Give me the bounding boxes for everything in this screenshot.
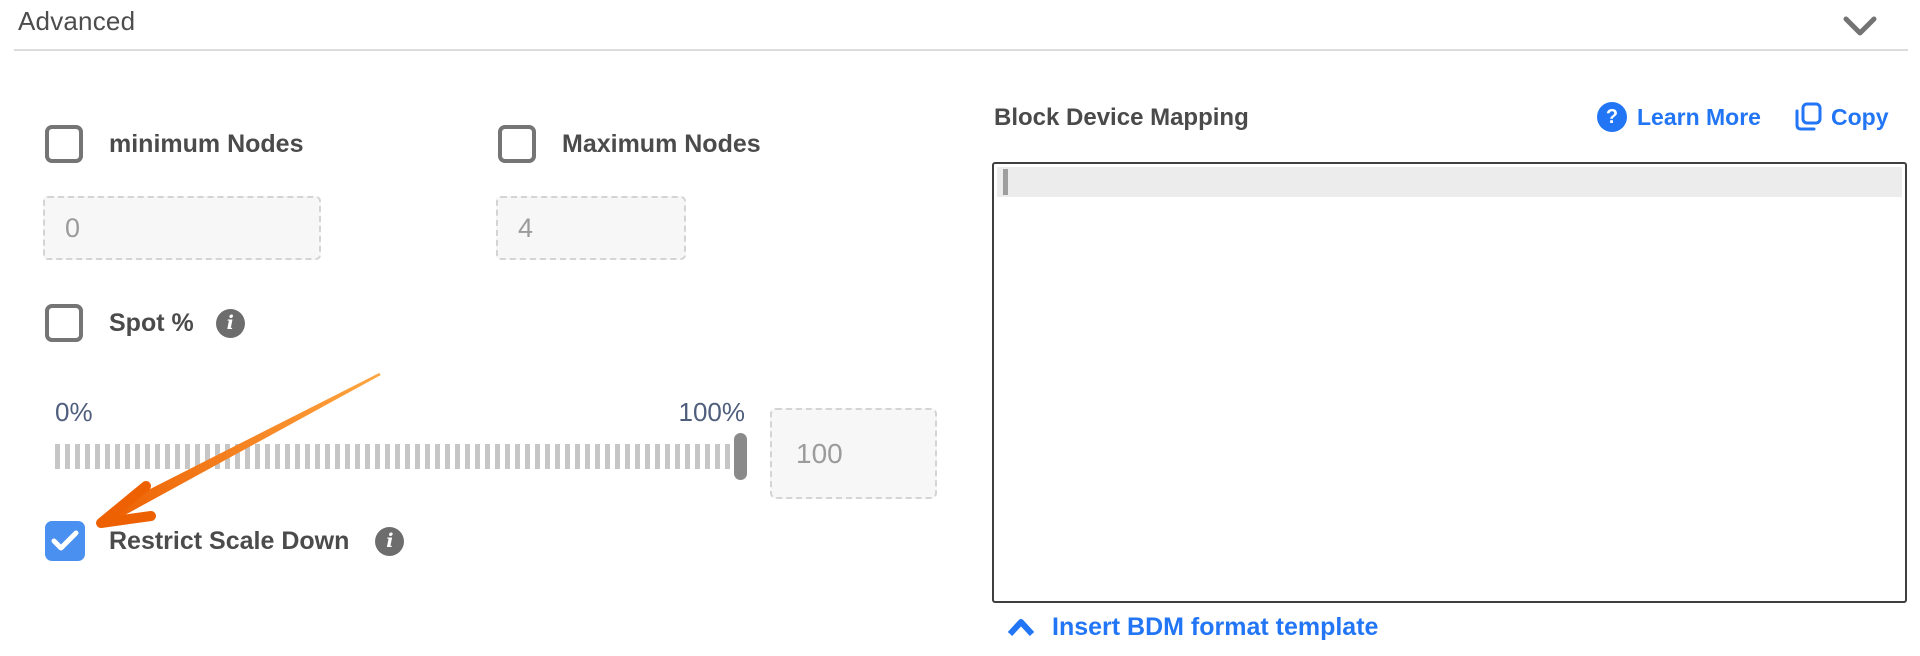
page-title: Advanced <box>18 6 136 36</box>
copy-button[interactable]: Copy <box>1795 102 1889 132</box>
max-nodes-row: Maximum Nodes <box>498 125 761 163</box>
bdm-section-title: Block Device Mapping <box>994 104 1249 131</box>
chevron-down-icon[interactable] <box>1842 13 1878 44</box>
min-nodes-input[interactable] <box>43 196 321 260</box>
info-icon[interactable]: i <box>375 526 405 556</box>
slider-labels: 0% 100% <box>55 397 745 428</box>
editor-active-line <box>997 167 1902 197</box>
max-nodes-input[interactable] <box>496 196 686 260</box>
copy-label: Copy <box>1831 103 1889 130</box>
spot-checkbox[interactable] <box>45 304 83 342</box>
chevron-up-icon <box>1007 618 1035 636</box>
restrict-scale-down-row: Restrict Scale Down i <box>45 521 405 561</box>
slider-handle[interactable] <box>734 433 747 480</box>
restrict-scale-down-checkbox[interactable] <box>45 521 85 561</box>
learn-more-link[interactable]: ? Learn More <box>1597 102 1761 132</box>
info-icon[interactable]: i <box>215 308 245 338</box>
copy-icon <box>1795 102 1822 131</box>
spot-percentage-slider[interactable] <box>55 433 747 480</box>
slider-min-label: 0% <box>55 397 93 427</box>
section-divider <box>14 49 1908 51</box>
spot-row: Spot % i <box>45 304 245 342</box>
text-cursor <box>1003 169 1008 195</box>
min-nodes-checkbox[interactable] <box>45 125 83 163</box>
insert-bdm-template-label: Insert BDM format template <box>1052 613 1379 641</box>
bdm-editor[interactable] <box>992 162 1907 603</box>
restrict-scale-down-label: Restrict Scale Down <box>109 526 350 555</box>
orange-arrow-annotation <box>96 372 381 528</box>
max-nodes-label: Maximum Nodes <box>562 129 761 158</box>
checkmark-icon <box>51 530 79 551</box>
spot-percentage-input[interactable] <box>770 408 937 499</box>
spot-label: Spot % <box>109 308 194 337</box>
max-nodes-checkbox[interactable] <box>498 125 536 163</box>
learn-more-label: Learn More <box>1637 103 1761 130</box>
min-nodes-row: minimum Nodes <box>45 125 303 163</box>
insert-bdm-template-link[interactable]: Insert BDM format template <box>1006 613 1378 642</box>
min-nodes-label: minimum Nodes <box>109 129 304 158</box>
slider-max-label: 100% <box>678 397 746 427</box>
question-circle-icon: ? <box>1597 102 1627 132</box>
